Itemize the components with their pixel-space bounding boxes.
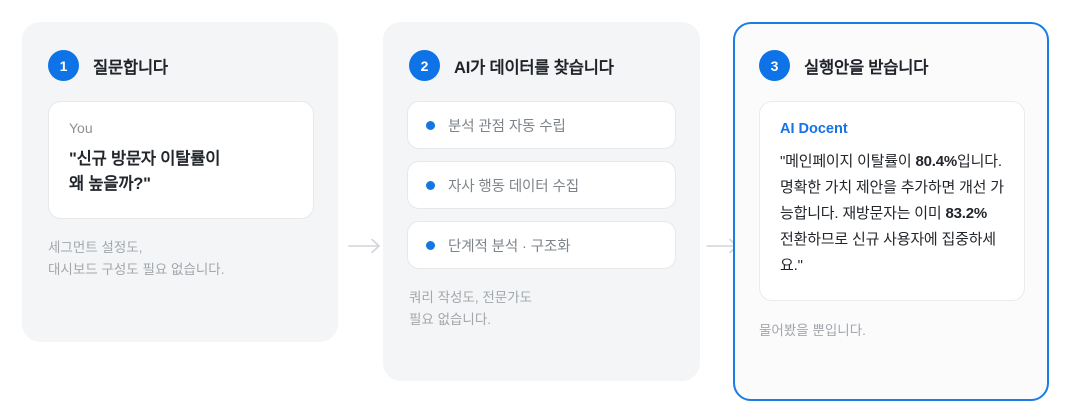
ai-process-list: 분석 관점 자동 수립 자사 행동 데이터 수집 단계적 분석 · 구조화 <box>407 101 676 269</box>
step-panel-1: 1 질문합니다 You "신규 방문자 이탈률이 왜 높을까?" 세그먼트 설정… <box>22 22 338 342</box>
ai-answer-text: "메인페이지 이탈률이 80.4%입니다. 명확한 가치 제안을 추가하면 개선… <box>780 149 1004 278</box>
step-2-caption-line-2: 필요 없습니다. <box>409 312 492 328</box>
step-2-number-badge: 2 <box>409 50 440 81</box>
step-1-title: 질문합니다 <box>93 58 168 77</box>
step-3-caption: 물어봤을 뿐입니다. <box>759 320 1023 342</box>
user-question-line-2: 왜 높을까?" <box>69 175 151 194</box>
bullet-dot-icon <box>426 120 435 130</box>
step-3-title: 실행안을 받습니다 <box>804 58 929 77</box>
ai-answer-part-2: 입니다. 명확한 가치 제안을 추가하면 개선 가능합니다. 재방문자는 이미 <box>780 153 1004 222</box>
step-panel-3: 3 실행안을 받습니다 AI Docent "메인페이지 이탈률이 80.4%입… <box>733 22 1049 401</box>
ai-answer-part-3: 전환하므로 신규 사용자에 집중하세요." <box>780 230 996 274</box>
step-panel-2: 2 AI가 데이터를 찾습니다 분석 관점 자동 수립 자사 행동 데이터 수집… <box>383 22 700 381</box>
ai-answer-metric-2: 83.2% <box>945 204 988 222</box>
step-1-number-badge: 1 <box>48 50 79 81</box>
ai-answer-metric-1: 80.4% <box>915 153 958 171</box>
list-item: 단계적 분석 · 구조화 <box>407 221 676 269</box>
list-item-label: 단계적 분석 · 구조화 <box>448 238 571 255</box>
step-3-number-badge: 3 <box>759 50 790 81</box>
step-1-caption: 세그먼트 설정도, 대시보드 구성도 필요 없습니다. <box>48 237 314 282</box>
step-3-header: 3 실행안을 받습니다 <box>735 24 1047 81</box>
user-question-text: "신규 방문자 이탈률이 왜 높을까?" <box>69 147 293 198</box>
step-1-caption-line-1: 세그먼트 설정도, <box>48 239 143 255</box>
ai-answer-part-1: "메인페이지 이탈률이 <box>780 153 916 171</box>
user-question-card: You "신규 방문자 이탈률이 왜 높을까?" <box>48 101 314 219</box>
user-question-line-1: "신규 방문자 이탈률이 <box>69 149 221 168</box>
step-1-caption-line-2: 대시보드 구성도 필요 없습니다. <box>48 262 225 278</box>
user-speaker-label: You <box>69 120 93 136</box>
step-2-caption-line-1: 쿼리 작성도, 전문가도 <box>409 290 533 305</box>
list-item-label: 자사 행동 데이터 수집 <box>448 178 579 195</box>
ai-speaker-label: AI Docent <box>780 121 848 137</box>
step-2-caption: 쿼리 작성도, 전문가도 필요 없습니다. <box>409 287 676 332</box>
step-1-header: 1 질문합니다 <box>22 22 338 81</box>
bullet-dot-icon <box>426 180 435 190</box>
arrow-step1-to-step2 <box>348 237 382 255</box>
ai-answer-card: AI Docent "메인페이지 이탈률이 80.4%입니다. 명확한 가치 제… <box>759 101 1025 302</box>
list-item-label: 분석 관점 자동 수립 <box>448 118 566 135</box>
step-3-caption-line-1: 물어봤을 뿐입니다. <box>759 323 866 339</box>
list-item: 분석 관점 자동 수립 <box>407 101 676 149</box>
step-2-header: 2 AI가 데이터를 찾습니다 <box>383 22 700 81</box>
list-item: 자사 행동 데이터 수집 <box>407 161 676 209</box>
step-2-title: AI가 데이터를 찾습니다 <box>454 58 614 77</box>
bullet-dot-icon <box>426 240 435 250</box>
